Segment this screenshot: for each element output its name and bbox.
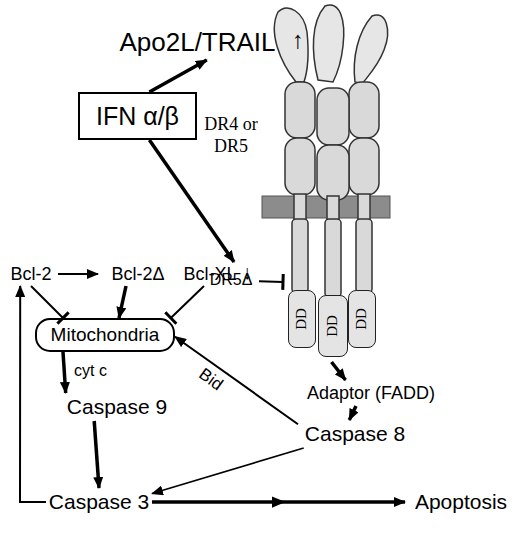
arrow-connector [20, 286, 46, 502]
death-domain: DD [348, 290, 376, 348]
inhibition-connector [171, 286, 204, 318]
caspase-label: Caspase 3 [46, 488, 152, 516]
receptor-domain [285, 82, 315, 138]
ligand-label: Apo2L/TRAIL [105, 26, 290, 60]
organelle-box: Mitochondria [35, 318, 175, 352]
receptor-domain [349, 138, 379, 195]
node-label: IFN α/β [96, 103, 179, 129]
node-label: Apoptosis [415, 491, 507, 513]
arrow-connector [119, 286, 126, 318]
regulation-arrow: ↓ [242, 262, 252, 282]
transmembrane-segment [358, 194, 370, 220]
arrow-connector [149, 140, 234, 262]
node-label: Bcl-2 [10, 265, 51, 284]
domain-label: DD [354, 308, 370, 330]
arrow-connector [152, 500, 405, 504]
receptor-node: DR4 or DR5DDDDDD [283, 62, 380, 362]
arrow-connector [152, 448, 304, 494]
node-label: Mitochondria [51, 325, 160, 345]
receptor-domain [317, 145, 349, 200]
ligand-shape [354, 15, 387, 84]
arrow-connector [94, 421, 99, 488]
caspase-label: Caspase 9 [60, 393, 174, 421]
arrow-connector [63, 352, 66, 393]
outcome-label: Apoptosis [405, 488, 517, 516]
node-label: Caspase 8 [305, 423, 405, 445]
receptor-domain [349, 82, 379, 138]
arrow-connector [149, 60, 206, 92]
death-domain: DD [318, 295, 348, 357]
node-label: Apo2L/TRAIL [119, 29, 275, 56]
ligand-shape [313, 5, 343, 82]
domain-label: DD [325, 315, 341, 337]
protein-label: Bcl-XL [180, 262, 240, 286]
receptor-tail [356, 219, 372, 293]
arrow-connector [58, 273, 98, 275]
regulation-arrow: ↑ [292, 28, 304, 52]
caspase-label: Caspase 8 [298, 420, 412, 448]
arrow-connector [332, 362, 346, 380]
arrow-connector [349, 406, 356, 420]
domain-label: DD [294, 308, 310, 330]
inhibition-connector [259, 280, 283, 283]
adaptor-label: Adaptor (FADD) [296, 380, 446, 406]
process-box: IFN α/β [78, 92, 197, 140]
protein-label: Bcl-2 [4, 262, 58, 286]
receptor-tail [292, 219, 308, 293]
receptor-tail [325, 219, 341, 297]
arrow-connector [175, 337, 298, 425]
ligand-shape [274, 8, 308, 82]
protein-label: Bcl-2Δ [98, 262, 178, 286]
edge-label: Bid [196, 365, 226, 393]
inhibition-connector [31, 286, 63, 318]
node-label: Bcl-2Δ [111, 265, 164, 284]
node-label: DR4 or DR5 [203, 114, 259, 157]
transmembrane-segment [294, 194, 306, 220]
node-label: Caspase 9 [67, 396, 167, 418]
transmembrane-segment [327, 196, 339, 220]
node-label: Bcl-XL [183, 265, 236, 284]
edge-label: cyt c [74, 363, 107, 379]
receptor-domain [285, 138, 315, 195]
death-domain: DD [288, 290, 316, 348]
node-label: Caspase 3 [49, 491, 149, 513]
node-label: Adaptor (FADD) [307, 384, 435, 403]
receptor-domain [317, 88, 349, 145]
